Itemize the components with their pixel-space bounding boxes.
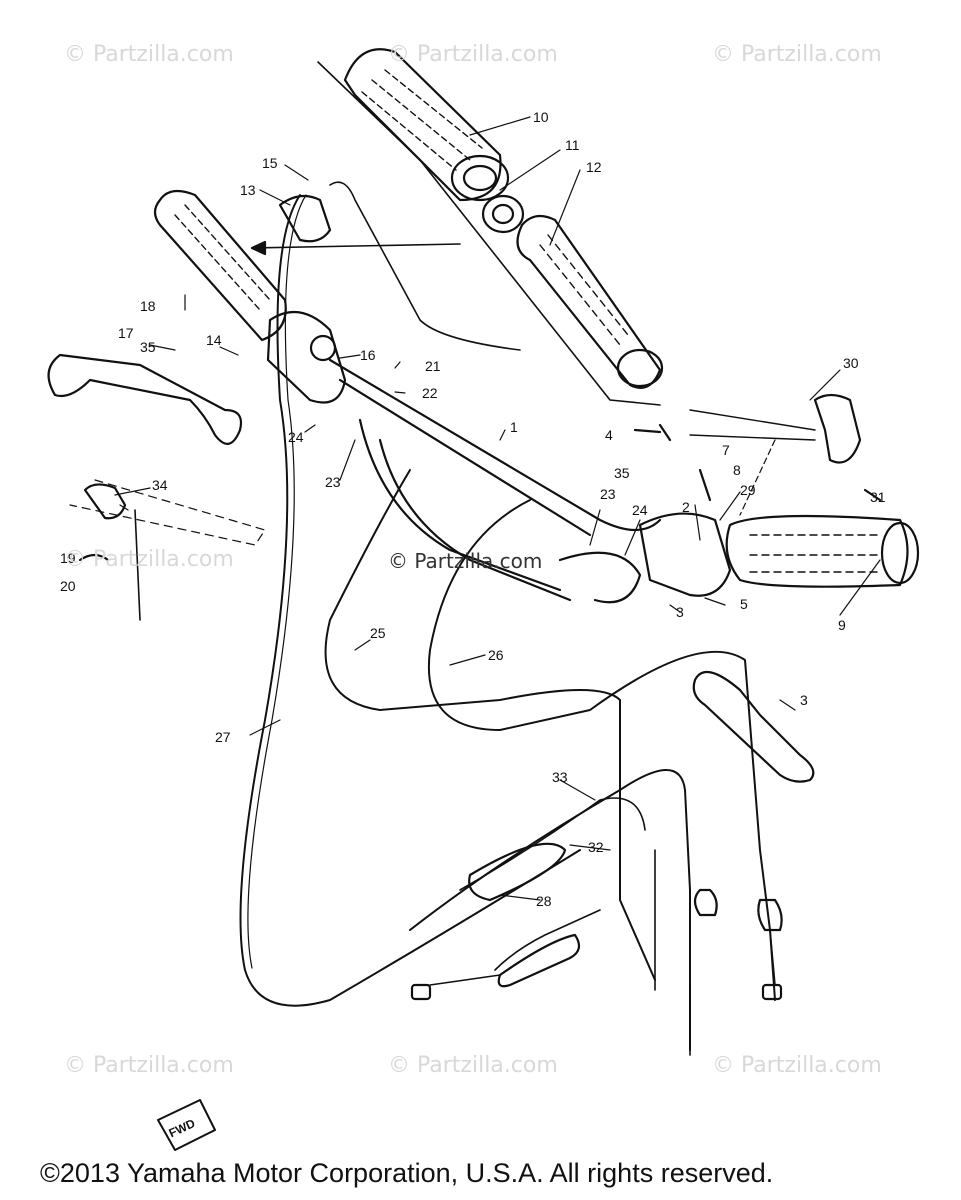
sleeve-28 xyxy=(468,842,567,902)
carb-part-34 xyxy=(83,483,127,520)
callout-11: 11 xyxy=(565,137,580,153)
left-grip xyxy=(153,189,287,342)
callout-27: 27 xyxy=(215,729,231,745)
callout-8: 8 xyxy=(733,462,741,478)
clutch-lever-holder xyxy=(266,310,347,404)
switch-housing-2 xyxy=(638,512,732,597)
callout-20: 20 xyxy=(60,578,76,594)
callout-9: 9 xyxy=(838,617,846,633)
callout-3a: 3 xyxy=(676,604,684,620)
callout-29: 32 xyxy=(588,839,604,855)
callout-24b: 24 xyxy=(632,502,648,518)
callout-28: 28 xyxy=(536,893,552,909)
callout-33: 31 xyxy=(870,489,886,505)
copyright-footer: ©2013 Yamaha Motor Corporation, U.S.A. A… xyxy=(40,1158,774,1188)
callout-7: 7 xyxy=(722,442,730,458)
clutch-lever-17 xyxy=(47,353,243,445)
bolt-33 xyxy=(863,488,882,502)
callout-3b: 3 xyxy=(800,692,808,708)
grip-10 xyxy=(343,48,510,202)
fwd-label: FWD xyxy=(167,1116,198,1140)
cable-30 xyxy=(409,769,691,1051)
watermark-bottom-left: © Partzilla.com xyxy=(64,1053,234,1078)
fwd-arrow xyxy=(157,1099,216,1151)
callout-12: 12 xyxy=(586,159,602,175)
callout-5: 5 xyxy=(740,596,748,612)
callout-21: 21 xyxy=(425,358,441,374)
brake-lever-3 xyxy=(692,670,815,783)
callout-18: 18 xyxy=(140,298,156,314)
callout-25: 25 xyxy=(370,625,386,641)
watermark-bottom-right: © Partzilla.com xyxy=(712,1053,882,1078)
callouts: 10 11 12 15 13 18 17 35 14 16 21 22 24 2… xyxy=(60,109,886,909)
inset-outline xyxy=(317,61,661,406)
callout-2: 2 xyxy=(682,499,690,515)
cable-29 xyxy=(459,797,646,891)
callout-24a: 24 xyxy=(288,429,304,445)
callout-35a: 35 xyxy=(140,339,156,355)
washer-11 xyxy=(481,194,525,234)
callout-14: 14 xyxy=(206,332,222,348)
handlebar-1 xyxy=(328,358,662,604)
callout-10: 10 xyxy=(533,109,549,125)
right-grip-9 xyxy=(725,514,920,588)
callout-30: 33 xyxy=(552,769,568,785)
callout-16: 16 xyxy=(360,347,376,363)
watermark-middle-left: © Partzilla.com xyxy=(64,547,234,572)
callout-13: 13 xyxy=(240,182,256,198)
sleeve-lower xyxy=(497,933,581,988)
callout-17: 17 xyxy=(118,325,134,341)
throttle-tube-12 xyxy=(516,214,664,389)
callout-35b: 35 xyxy=(614,465,630,481)
callout-26: 26 xyxy=(488,647,504,663)
cable-27 xyxy=(239,194,581,1007)
callout-31: 29 xyxy=(740,482,756,498)
bracket-13 xyxy=(278,194,332,243)
watermark-bottom-center: © Partzilla.com xyxy=(388,1053,558,1078)
watermark-center: © Partzilla.com xyxy=(388,549,543,573)
callout-23a: 23 xyxy=(325,474,341,490)
callout-1: 1 xyxy=(510,419,518,435)
bolt-4 xyxy=(633,423,672,442)
callout-4: 4 xyxy=(605,427,613,443)
watermark-top-right: © Partzilla.com xyxy=(712,42,882,67)
callout-23b: 23 xyxy=(600,486,616,502)
switch-32 xyxy=(813,393,862,464)
watermark-top-center: © Partzilla.com xyxy=(388,42,558,67)
cable-26 xyxy=(427,499,776,1001)
callout-34: 34 xyxy=(152,477,168,493)
callout-32: 30 xyxy=(843,355,859,371)
watermark-top-left: © Partzilla.com xyxy=(64,42,234,67)
bolt-7 xyxy=(698,468,712,502)
callout-22: 22 xyxy=(422,385,438,401)
callout-15: 15 xyxy=(262,155,278,171)
cable-25 xyxy=(324,469,656,981)
callout-19: 19 xyxy=(60,550,76,566)
